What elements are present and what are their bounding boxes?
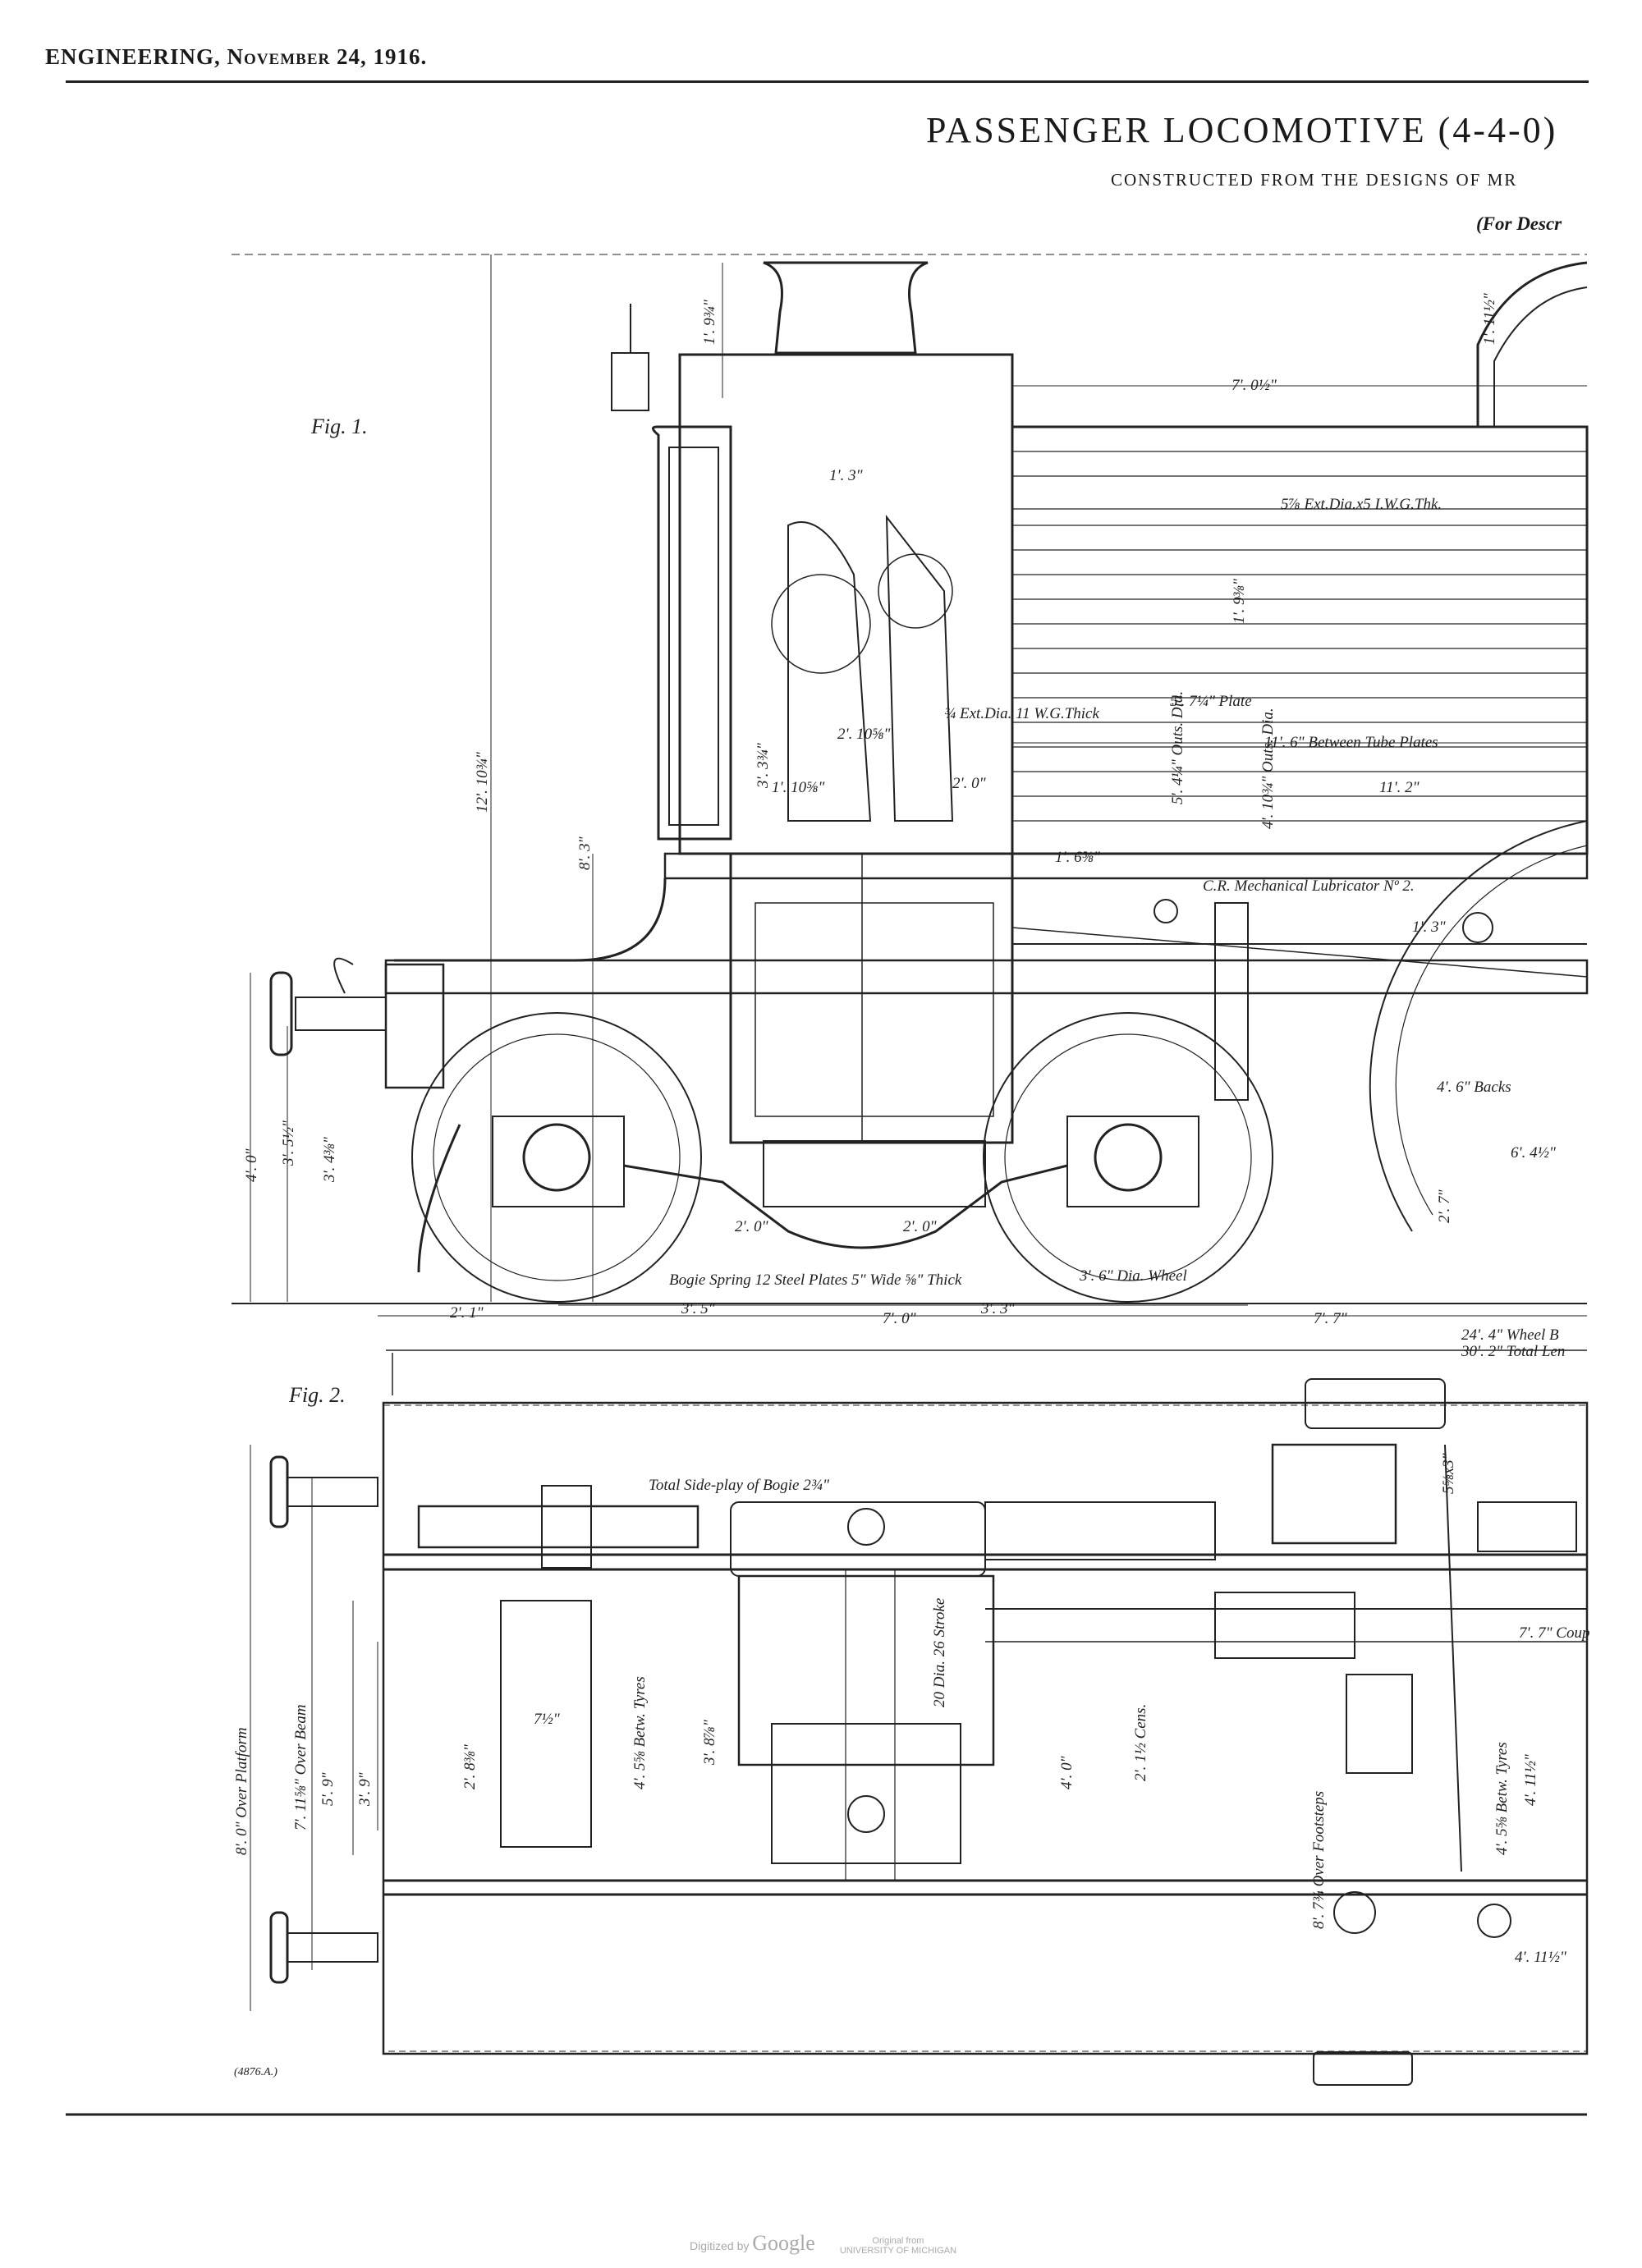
dim-label: 1'. 10⅝" [772, 779, 825, 796]
dim-label: 2'. 8⅜" [461, 1743, 479, 1789]
dim-label: 7'. 0" [883, 1310, 917, 1327]
dim-label: 1'. 6⅝" [1055, 849, 1101, 866]
dim-label: 1'. 9¾" [701, 299, 718, 345]
google-logo: Google [752, 2231, 815, 2255]
dim-label: 3'. 5" [681, 1300, 716, 1317]
plate-subtitle: CONSTRUCTED FROM THE DESIGNS OF MR [1111, 170, 1518, 190]
dim-label: 30'. 2" Total Len [1461, 1343, 1565, 1360]
dim-label: 1'. 3" [829, 467, 864, 484]
dim-label: ¾ Ext.Dia. 11 W.G.Thick [944, 705, 1099, 722]
dim-label: Bogie Spring 12 Steel Plates 5" Wide ⅝" … [669, 1271, 962, 1289]
dim-label: 11'. 2" [1379, 779, 1420, 796]
digitized-text: Digitized by [690, 2239, 750, 2252]
dim-label: C.R. Mechanical Lubricator Nº 2. [1203, 877, 1415, 895]
dim-label: 8'. 3" [576, 836, 594, 870]
dim-label: 4'. 5⅝ Betw. Tyres [1493, 1742, 1511, 1855]
dim-label: 3'. 6" Dia. Wheel [1079, 1267, 1187, 1285]
running-head: ENGINEERING, November 24, 1916. [45, 44, 427, 70]
plate-title: PASSENGER LOCOMOTIVE (4-4-0) [926, 110, 1558, 150]
dim-label: Total Side-play of Bogie 2¾" [649, 1477, 830, 1494]
description-note: (For Descr [1476, 213, 1562, 234]
university-name: UNIVERSITY OF MICHIGAN [839, 2246, 957, 2256]
dim-label: 1'. 11½" [1481, 292, 1498, 345]
dim-label: 7'. 0½" [1232, 377, 1277, 394]
fig2-labels: Fig. 2. Total Side-play of Bogie 2¾" 8'.… [233, 1383, 1589, 2078]
drawing-number: (4876.A.) [234, 2066, 277, 2078]
dim-label: 2'. 1½ Cens. [1132, 1704, 1149, 1781]
dim-label: 4'. 0" [243, 1148, 260, 1182]
dim-label: 7'. 7" [1314, 1310, 1348, 1327]
dim-label: 5⅞ Ext.Dia.x5 I.W.G.Thk. [1281, 496, 1442, 513]
dim-label: 4'. 0" [1058, 1755, 1076, 1789]
dim-label: 3'. 9" [356, 1771, 374, 1807]
dim-label: 5'. 4¼" Outs. Dia. [1169, 691, 1186, 804]
dim-label: 8'. 7¾ Over Footsteps [1310, 1791, 1328, 1929]
dim-label: 2'. 0" [952, 775, 987, 792]
dim-label: 3'. 5½" [280, 1120, 297, 1166]
fig2-label: Fig. 2. [288, 1383, 346, 1407]
dim-label: 2'. 10⅝" [837, 726, 891, 743]
dim-label: 4'. 11½" [1522, 1753, 1539, 1806]
fig1-label: Fig. 1. [310, 415, 368, 438]
dim-label: 5⅝x3" [1440, 1452, 1457, 1494]
dim-label: 3'. 3" [980, 1300, 1016, 1317]
dim-label: 11'. 6" Between Tube Plates [1264, 734, 1438, 751]
dim-label: 7'. 11⅝" Over Beam [292, 1704, 310, 1830]
dim-label: 2'. 0" [903, 1218, 938, 1235]
dim-label: 7½" [534, 1711, 561, 1728]
dim-label: 20 Dia. 26 Stroke [931, 1598, 948, 1707]
digitized-by: Digitized by Google [690, 2231, 815, 2256]
issue-date: November 24, 1916. [227, 44, 428, 69]
dim-label: 1'. 3" [1412, 919, 1447, 936]
dim-label: 5'. 7¼" Plate [1170, 693, 1252, 710]
original-text: Original from [872, 2236, 924, 2246]
dim-label: 6'. 4½" [1511, 1144, 1557, 1161]
dim-label: 12'. 10¾" [474, 751, 491, 813]
dim-label: 5'. 9" [319, 1771, 337, 1806]
fig2-plan [66, 1353, 1589, 2116]
dim-label: 3'. 8⅞" [701, 1719, 718, 1766]
dim-label: 2'. 7" [1436, 1189, 1453, 1223]
dim-label: 2'. 0" [735, 1218, 769, 1235]
dim-label: 4'. 6" Backs [1437, 1079, 1511, 1096]
fig1-elevation [232, 254, 1589, 1351]
dim-label: 24'. 4" Wheel B [1461, 1326, 1559, 1344]
dim-label: 7'. 7" Coup [1519, 1624, 1589, 1642]
dim-label: 3'. 4⅜" [321, 1136, 338, 1183]
dim-label: 4'. 10¾" Outs. Dia. [1259, 708, 1277, 829]
dim-label: 2'. 1" [450, 1304, 484, 1322]
header-rule [66, 80, 1589, 83]
dim-label: 1'. 9⅜" [1231, 578, 1248, 624]
fig1-labels: Fig. 1. 1'. 9¾" 7'. 0½" 1'. 3" 5⅞ Ext.Di… [243, 292, 1565, 1360]
dim-label: 3'. 3¾" [754, 742, 772, 789]
dim-label: 4'. 5⅝ Betw. Tyres [631, 1676, 649, 1789]
dim-label: 4'. 11½" [1515, 1949, 1567, 1966]
dim-label: 8'. 0" Over Platform [233, 1727, 250, 1855]
journal-name: ENGINEERING, [45, 44, 221, 69]
